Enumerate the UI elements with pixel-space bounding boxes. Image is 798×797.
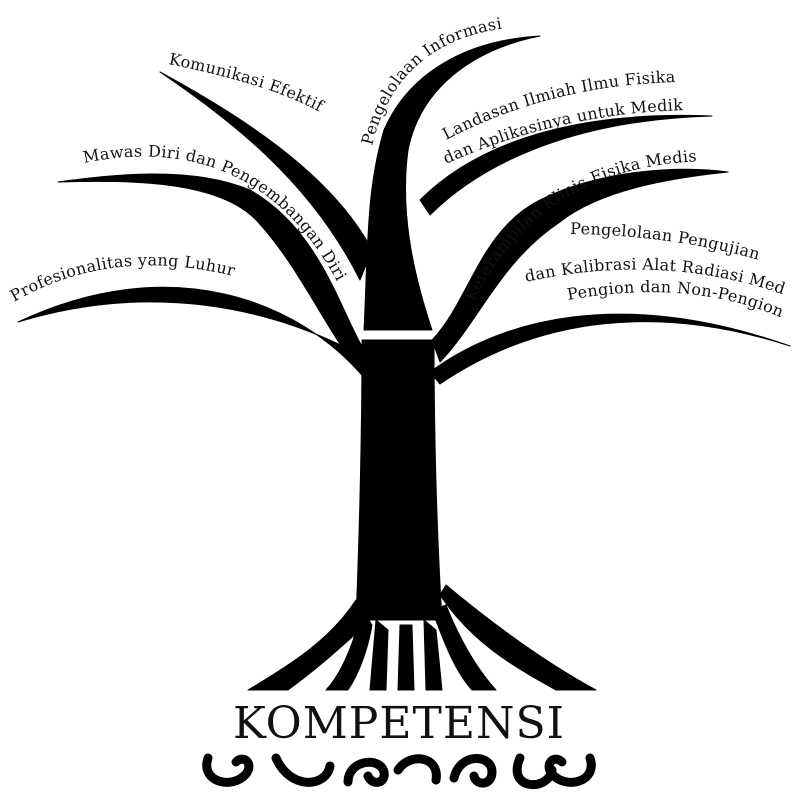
- branch-pengelolaan-pengujian: [430, 314, 790, 384]
- tree-silhouette: [18, 36, 790, 690]
- decorative-scroll-ornament: [207, 758, 592, 785]
- diagram-title: KOMPETENSI: [233, 698, 565, 749]
- label-komunikasi: Komunikasi Efektif: [167, 49, 327, 115]
- tree-trunk: [356, 340, 442, 620]
